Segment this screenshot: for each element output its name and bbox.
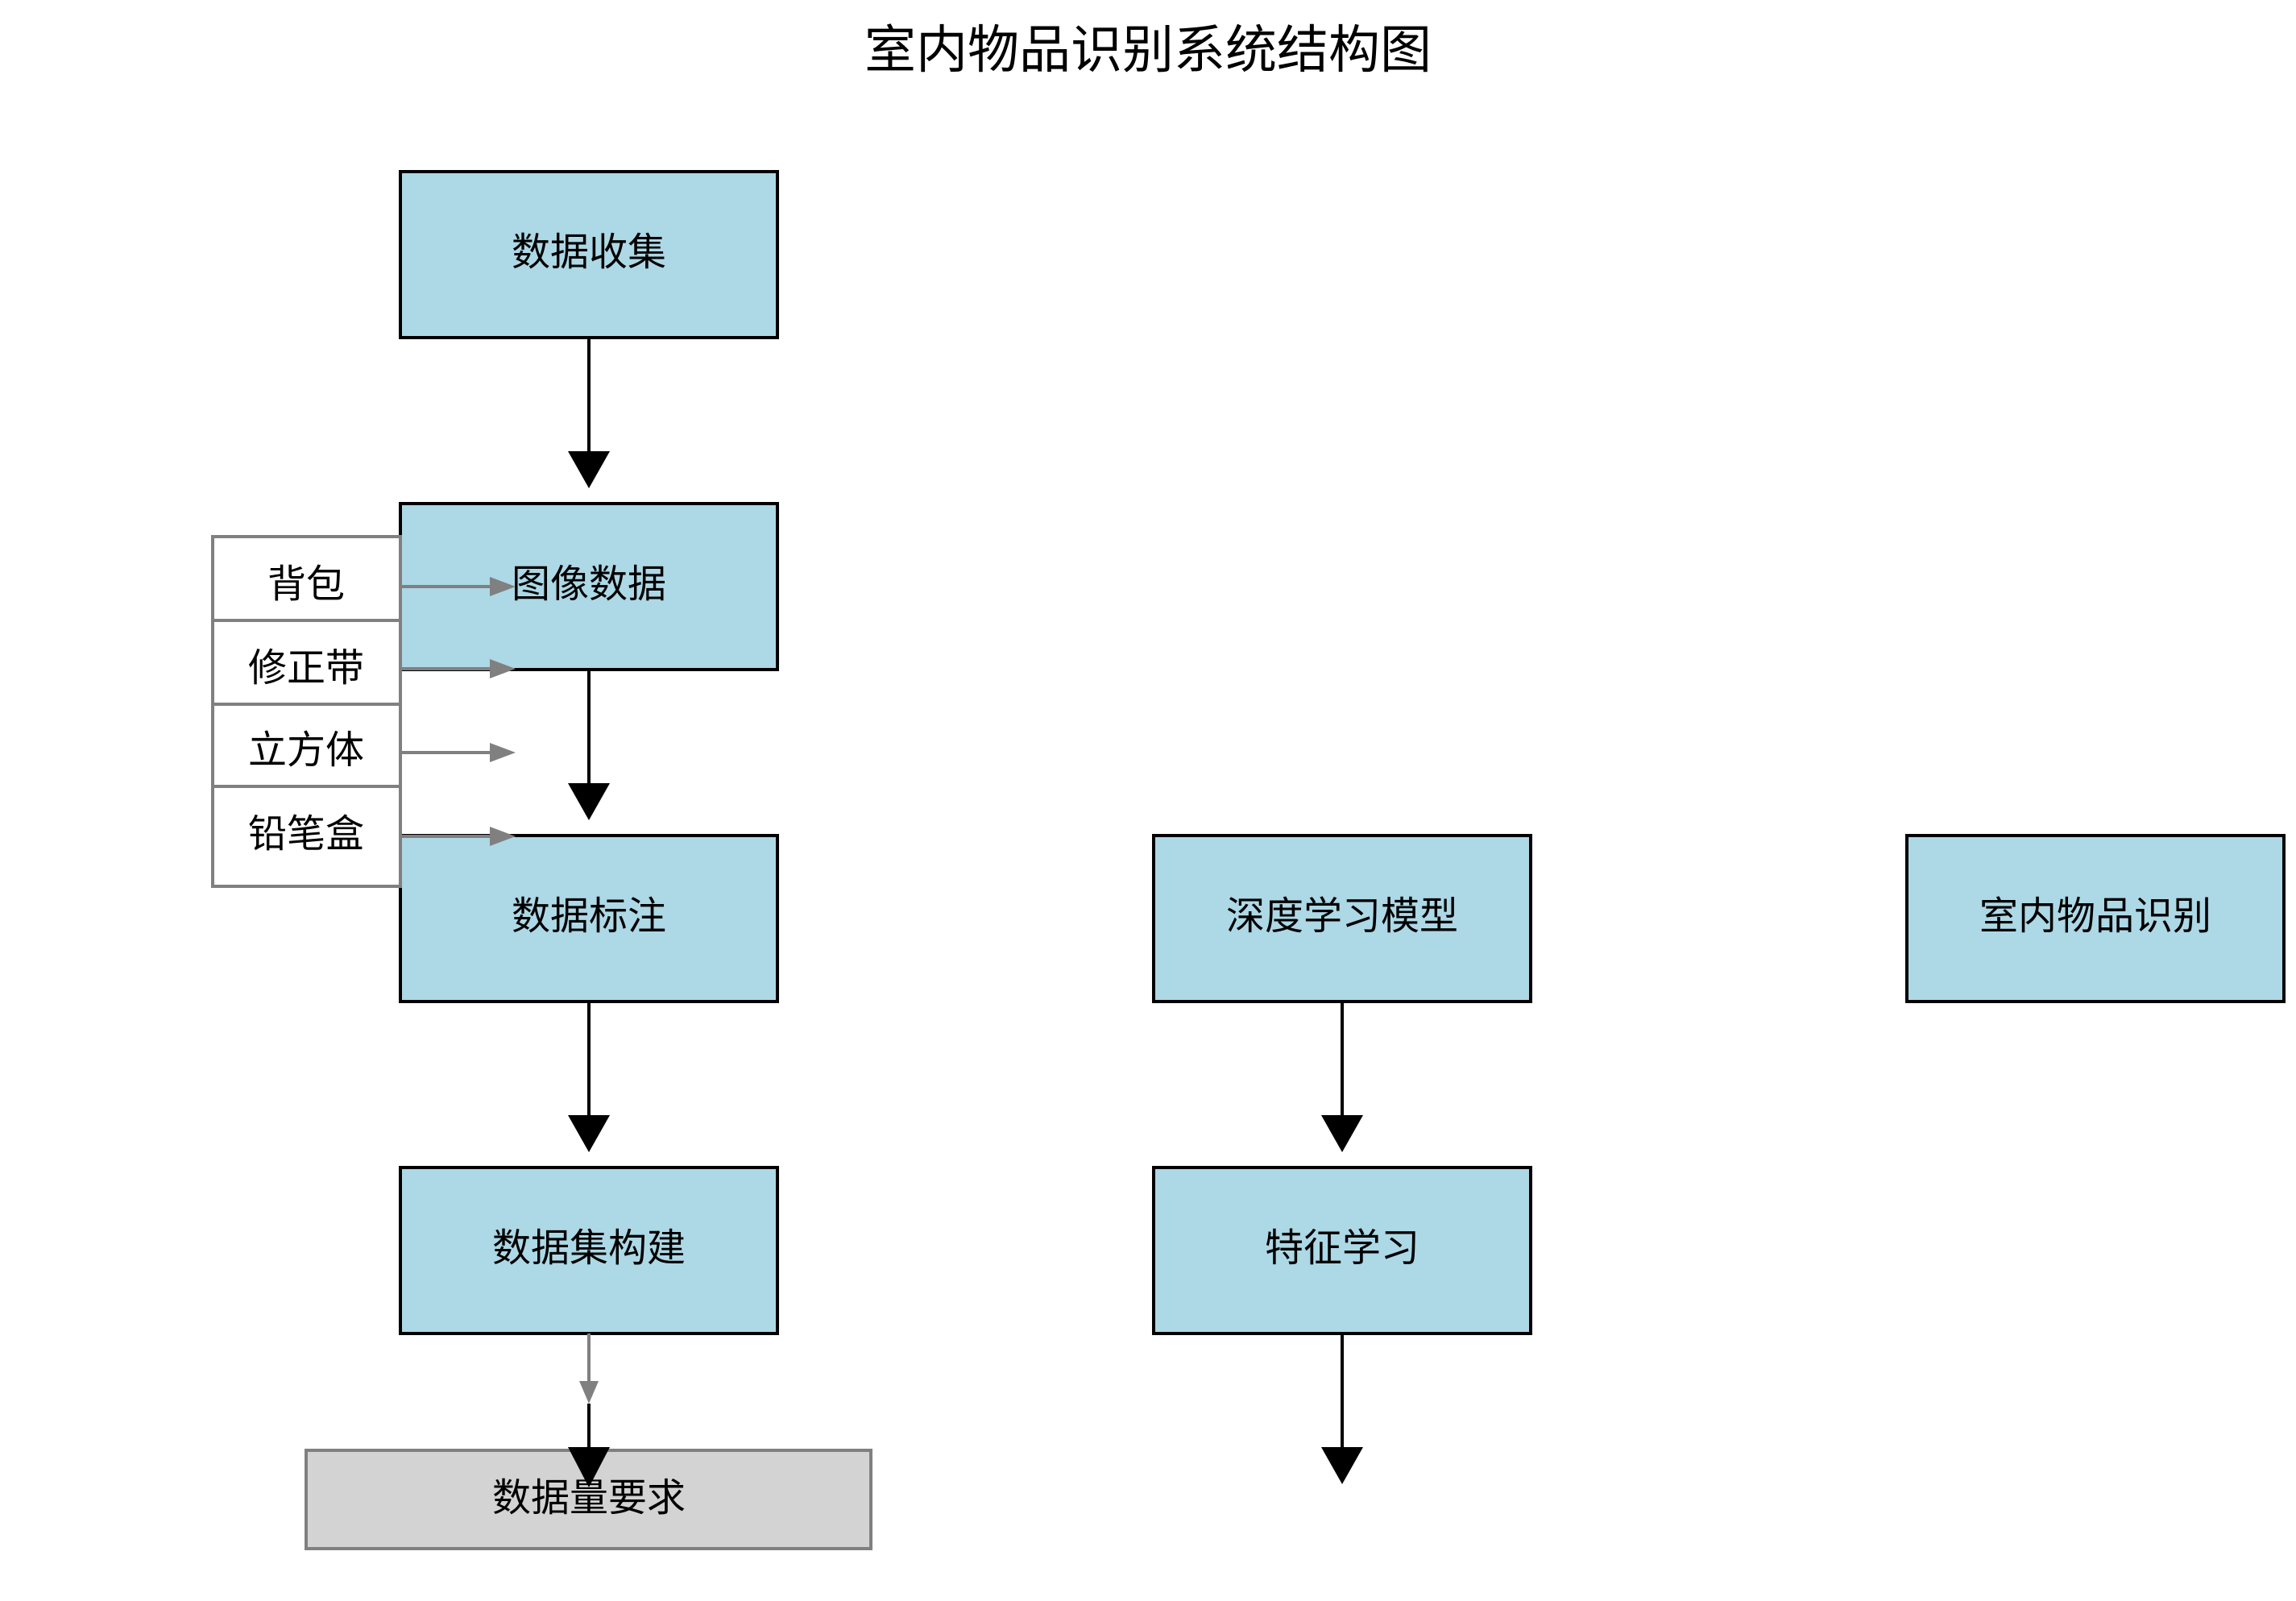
- arrow-image-data-to-annotation: [568, 670, 610, 820]
- object-label: 立方体: [248, 728, 364, 773]
- node-indoor-object-recognition: 室内物品识别: [1905, 834, 2286, 1003]
- node-label: 图像数据: [512, 562, 666, 607]
- arrow-cube-to-image-data: [400, 743, 516, 762]
- node-image-data: 图像数据: [399, 502, 779, 671]
- node-label: 特征学习: [1265, 1226, 1419, 1271]
- node-label: 数据集构建: [492, 1226, 686, 1271]
- node-label: 室内物品识别: [1979, 894, 2211, 939]
- middle-flow-arrows: [1321, 1002, 1363, 1484]
- node-data-collection: 数据收集: [399, 170, 779, 339]
- arrow-correction-tape-to-image-data: [400, 659, 516, 678]
- object-list: 背包 修正带 立方体 铅笔盒: [211, 535, 402, 888]
- arrow-annotation-to-dataset: [568, 1002, 610, 1152]
- arrow-dataset-to-requirement: [568, 1333, 610, 1487]
- arrow-model-to-feature-learning: [1321, 1002, 1363, 1152]
- node-dataset-building: 数据集构建: [399, 1166, 779, 1335]
- arrow-backpack-to-image-data: [400, 577, 516, 596]
- object-item-backpack: 背包: [211, 535, 402, 622]
- main-flow-arrows: [568, 338, 610, 1487]
- node-label: 深度学习模型: [1226, 894, 1458, 939]
- object-label: 修正带: [248, 645, 364, 691]
- object-arrows: [400, 577, 516, 846]
- object-item-pencil-case: 铅笔盒: [211, 785, 402, 888]
- object-label: 铅笔盒: [248, 811, 364, 856]
- object-item-cube: 立方体: [211, 703, 402, 788]
- node-feature-learning: 特征学习: [1152, 1166, 1532, 1335]
- node-label: 数据收集: [512, 230, 666, 275]
- arrow-feature-learning-down: [1321, 1333, 1363, 1484]
- arrow-collection-to-image-data: [568, 338, 610, 488]
- node-data-annotation: 数据标注: [399, 834, 779, 1003]
- object-label: 背包: [267, 562, 345, 607]
- node-deep-learning-model: 深度学习模型: [1152, 834, 1532, 1003]
- arrow-pencil-case-to-image-data: [400, 827, 516, 846]
- object-item-correction-tape: 修正带: [211, 619, 402, 706]
- node-label: 数据标注: [512, 894, 666, 939]
- diagram-title: 室内物品识别系统结构图: [864, 21, 1432, 81]
